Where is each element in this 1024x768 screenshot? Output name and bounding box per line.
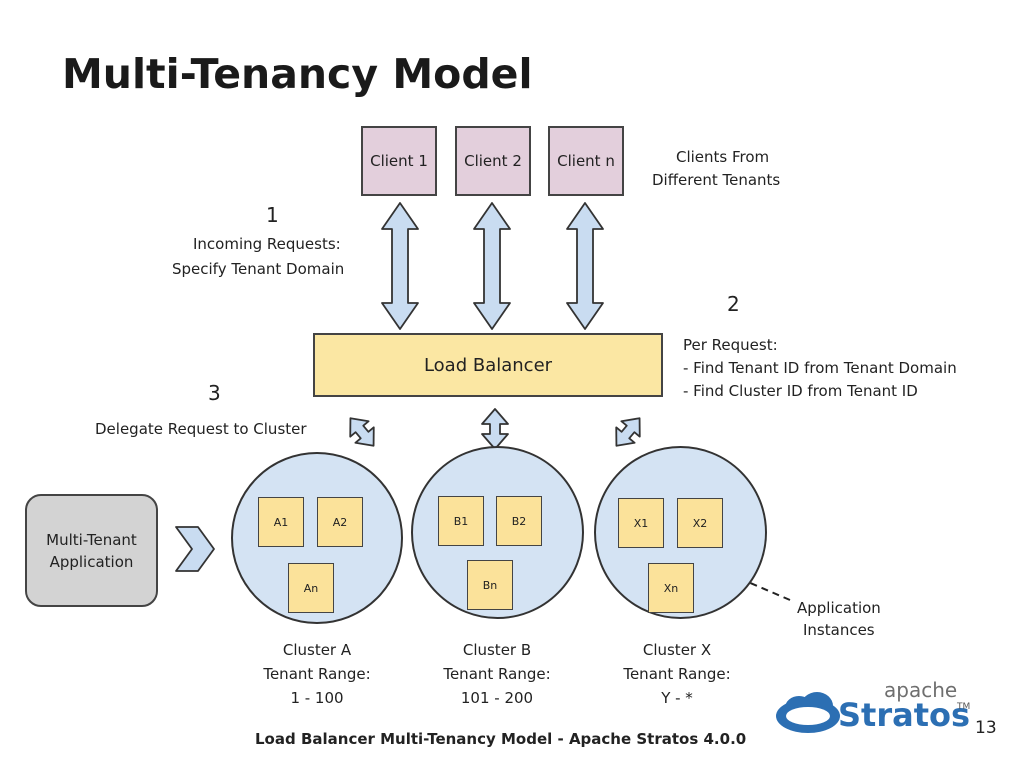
client-n-box: Client n — [548, 126, 624, 196]
step-2-number: 2 — [727, 292, 740, 316]
cluster-b-range: 101 - 200 — [460, 689, 534, 707]
instance-x1: X1 — [618, 498, 664, 548]
double-arrow-client-2 — [473, 202, 511, 330]
cluster-x-range-label: Tenant Range: — [623, 665, 731, 683]
double-arrow-cluster-b — [481, 408, 509, 450]
step-3-number: 3 — [208, 381, 221, 405]
load-balancer-box: Load Balancer — [313, 333, 663, 397]
cluster-x-name: Cluster X — [642, 641, 712, 659]
double-arrow-cluster-x — [615, 417, 641, 447]
multi-tenant-application-box: Multi-Tenant Application — [25, 494, 158, 607]
client-1-box: Client 1 — [361, 126, 437, 196]
page-title: Multi-Tenancy Model — [62, 50, 533, 98]
cluster-a-range-label: Tenant Range: — [263, 665, 371, 683]
instance-an: An — [288, 563, 334, 613]
cluster-a-range: 1 - 100 — [290, 689, 344, 707]
instance-bn: Bn — [467, 560, 513, 610]
double-arrow-cluster-a — [349, 417, 375, 447]
app-line2: Application — [49, 552, 134, 571]
diagram-caption: Load Balancer Multi-Tenancy Model - Apac… — [255, 730, 747, 748]
clients-note-line1: Clients From — [676, 148, 770, 166]
instance-x2: X2 — [677, 498, 723, 548]
step-2-line3: - Find Cluster ID from Tenant ID — [683, 382, 918, 400]
cluster-b-range-label: Tenant Range: — [443, 665, 551, 683]
instance-b1: B1 — [438, 496, 484, 546]
cluster-b-name: Cluster B — [462, 641, 532, 659]
instance-a2: A2 — [317, 497, 363, 547]
page-number: 13 — [975, 718, 997, 738]
double-arrow-client-1 — [381, 202, 419, 330]
app-instances-note-line2: Instances — [803, 621, 875, 639]
step-1-line2: Specify Tenant Domain — [172, 260, 345, 278]
instance-xn: Xn — [648, 563, 694, 613]
instance-b2: B2 — [496, 496, 542, 546]
logo-tm-mark: TM — [957, 702, 971, 712]
step-2-line2: - Find Tenant ID from Tenant Domain — [683, 359, 957, 377]
step-3-text: Delegate Request to Cluster — [95, 420, 307, 438]
step-1-line1: Incoming Requests: — [193, 235, 341, 253]
clients-note-line2: Different Tenants — [652, 171, 781, 189]
instance-a1: A1 — [258, 497, 304, 547]
logo-stratos-text: Stratos — [838, 696, 971, 734]
step-1-number: 1 — [266, 203, 279, 227]
cluster-x-range: Y - * — [661, 689, 693, 707]
app-line1: Multi-Tenant — [46, 530, 137, 549]
stratos-cloud-logo-icon — [776, 692, 840, 733]
step-2-line1: Per Request: — [683, 336, 778, 354]
client-2-box: Client 2 — [455, 126, 531, 196]
logo-apache-text: apache — [884, 678, 958, 702]
chevron-right-icon — [175, 526, 215, 572]
app-instances-note-line1: Application — [797, 599, 881, 617]
double-arrow-client-n — [566, 202, 604, 330]
cluster-a-name: Cluster A — [282, 641, 352, 659]
